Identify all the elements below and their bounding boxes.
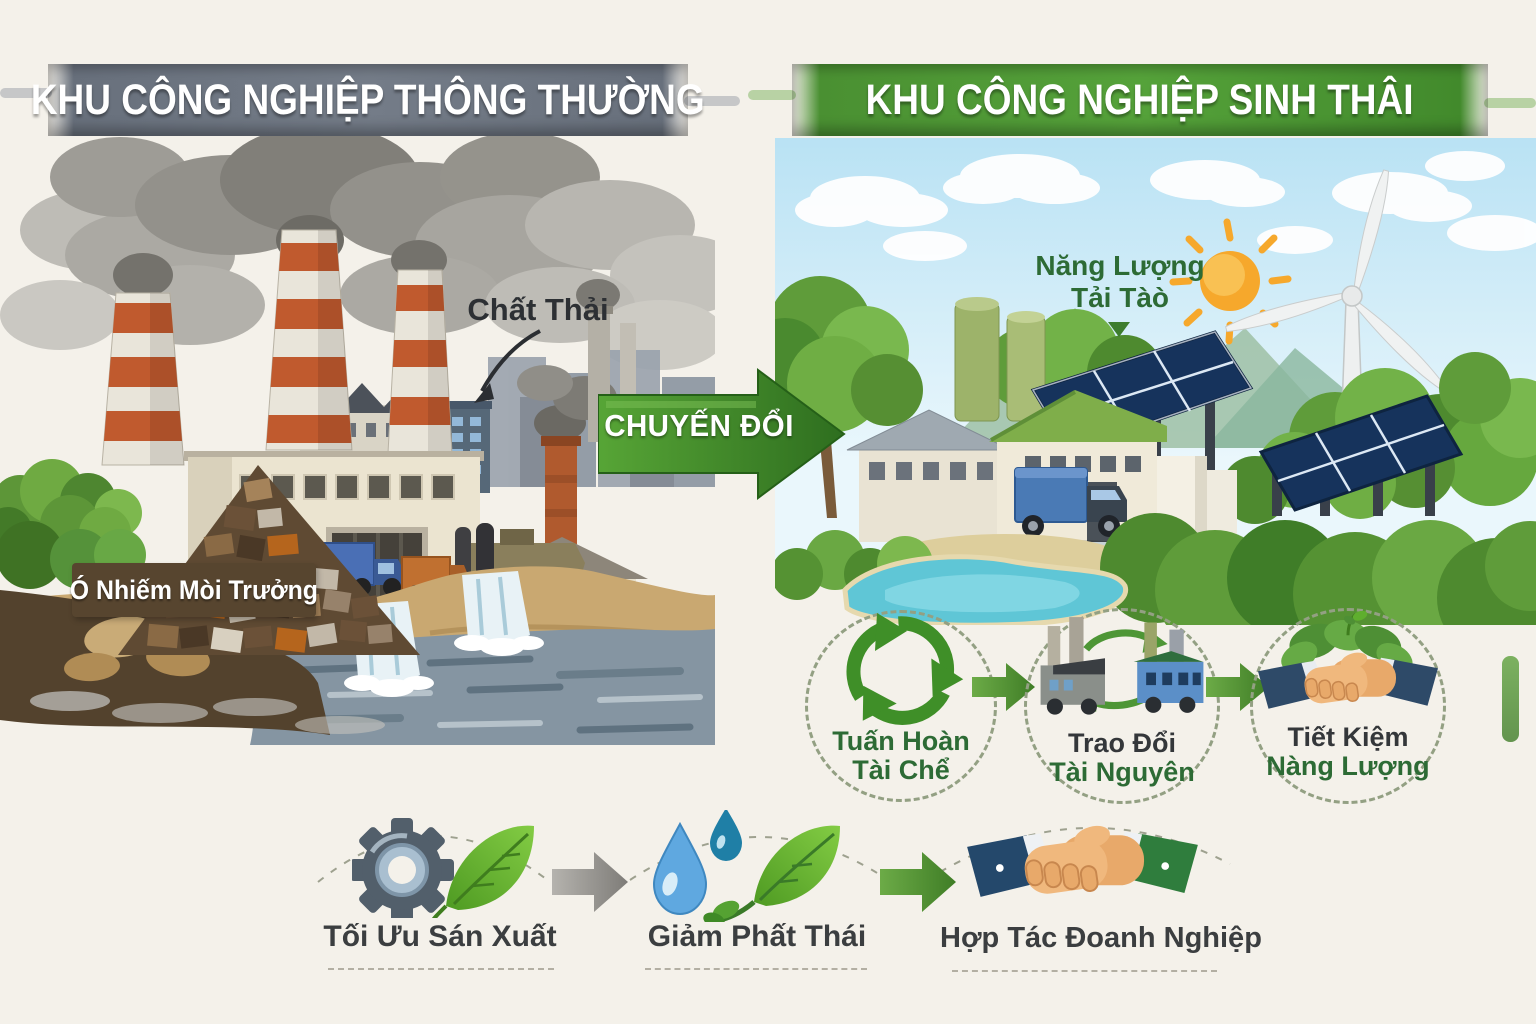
waste-label: Chất Thải (467, 292, 609, 327)
recycle-icon (826, 613, 976, 725)
transition-arrow-label: CHUYẾN ĐỔI (604, 408, 794, 443)
right-scene-illustration (775, 138, 1536, 625)
cycle-step-label: Trao Đổi (1067, 728, 1176, 758)
renewable-energy-label: Năng Lượng Tải Tàò (1035, 250, 1205, 313)
cycle-step-label: Tuấn Hoàn (832, 726, 970, 756)
divider (952, 970, 1217, 972)
handshake-icon (967, 825, 1198, 897)
clouds (795, 151, 1536, 261)
energy-saving-handshake-icon (1258, 611, 1438, 709)
foreground-greenery (775, 513, 1536, 625)
smokestacks (101, 229, 453, 466)
eco-buildings (846, 390, 1237, 542)
bottom-step-label: Tối Ưu Sán Xuất (323, 920, 557, 953)
pollution-label: Ó Nhiếm Mòi Trưởng (70, 563, 318, 617)
cycle-step-energy-saving: Tiết Kiệm Nàng Lượng (1250, 608, 1446, 804)
brush-stroke (684, 96, 740, 106)
renewable-pointer-icon (1108, 322, 1130, 337)
step-arrow-icon (880, 852, 956, 912)
bottom-step-label: Giảm Phất Thái (647, 920, 867, 953)
conventional-park-banner: KHU CÔNG NGHIỆP THÔNG THƯỜNG (31, 64, 705, 136)
brush-stroke (0, 88, 52, 98)
sun-icon (1169, 218, 1292, 345)
cycle-step-label: Tài Chể (852, 755, 950, 785)
brush-stroke (1502, 656, 1519, 742)
water-drops-leaf-icon (652, 810, 840, 922)
transition-arrow (598, 368, 846, 500)
cycle-step-exchange: Trao Đổi Tài Nguyên (1024, 608, 1220, 804)
conventional-park-title: KHU CÔNG NGHIỆP THÔNG THƯỜNG (31, 75, 705, 124)
gear-leaf-icon (352, 818, 534, 918)
divider (328, 968, 554, 970)
cycle-arrow-icon (972, 663, 1035, 711)
divider (645, 968, 867, 970)
waste-annotation-arrow (474, 329, 541, 403)
brush-stroke (1484, 98, 1536, 108)
resource-exchange-icon (1040, 617, 1204, 715)
eco-park-title: KHU CÔNG NGHIỆP SINH THÂI (866, 75, 1414, 124)
brush-stroke (748, 90, 796, 100)
bottom-step-label: Hợp Tác Đoanh Nghiệp (940, 922, 1262, 954)
cycle-step-label: Tiết Kiệm (1287, 722, 1409, 752)
green-stacks (954, 297, 1046, 422)
cycle-step-label: Nàng Lượng (1266, 751, 1430, 781)
pond (842, 554, 1129, 625)
cycle-step-label: Tài Nguyên (1049, 757, 1195, 787)
eco-park-banner: KHU CÔNG NGHIỆP SINH THÂI (792, 64, 1488, 136)
left-scene-illustration (0, 135, 715, 745)
cycle-step-recycling: Tuấn Hoàn Tài Chể (805, 610, 997, 802)
step-arrow-icon (552, 852, 628, 912)
